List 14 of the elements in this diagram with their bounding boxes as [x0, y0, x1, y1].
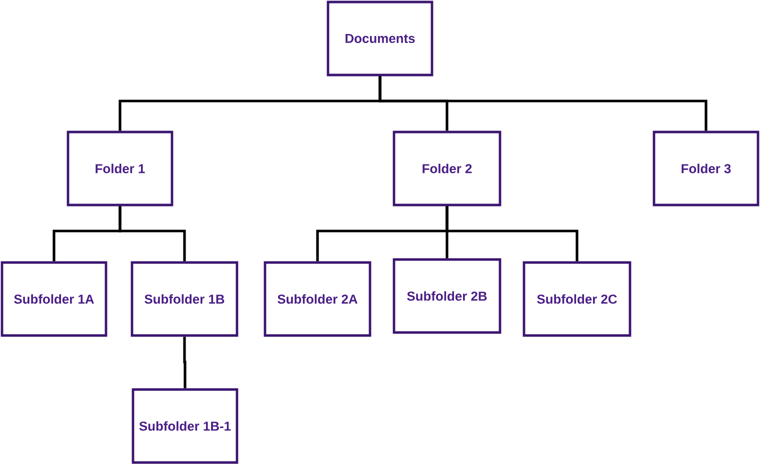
connector-line — [183, 336, 186, 388]
folder-box: Documents — [326, 0, 434, 76]
folder-box: Subfolder 1B-1 — [132, 388, 238, 464]
folder-box: Subfolder 2C — [522, 261, 632, 337]
connector-line — [378, 76, 708, 131]
folder-box: Folder 2 — [392, 130, 502, 206]
folder-box: Subfolder 1B — [130, 261, 238, 337]
folder-box: Folder 1 — [66, 130, 174, 206]
folder-box: Subfolder 1A — [0, 261, 108, 337]
folder-box: Subfolder 2A — [264, 261, 372, 337]
folder-box: Subfolder 2B — [392, 258, 502, 334]
connector-line — [446, 206, 578, 262]
connector-line — [118, 206, 186, 262]
folder-box: Folder 3 — [652, 130, 760, 206]
